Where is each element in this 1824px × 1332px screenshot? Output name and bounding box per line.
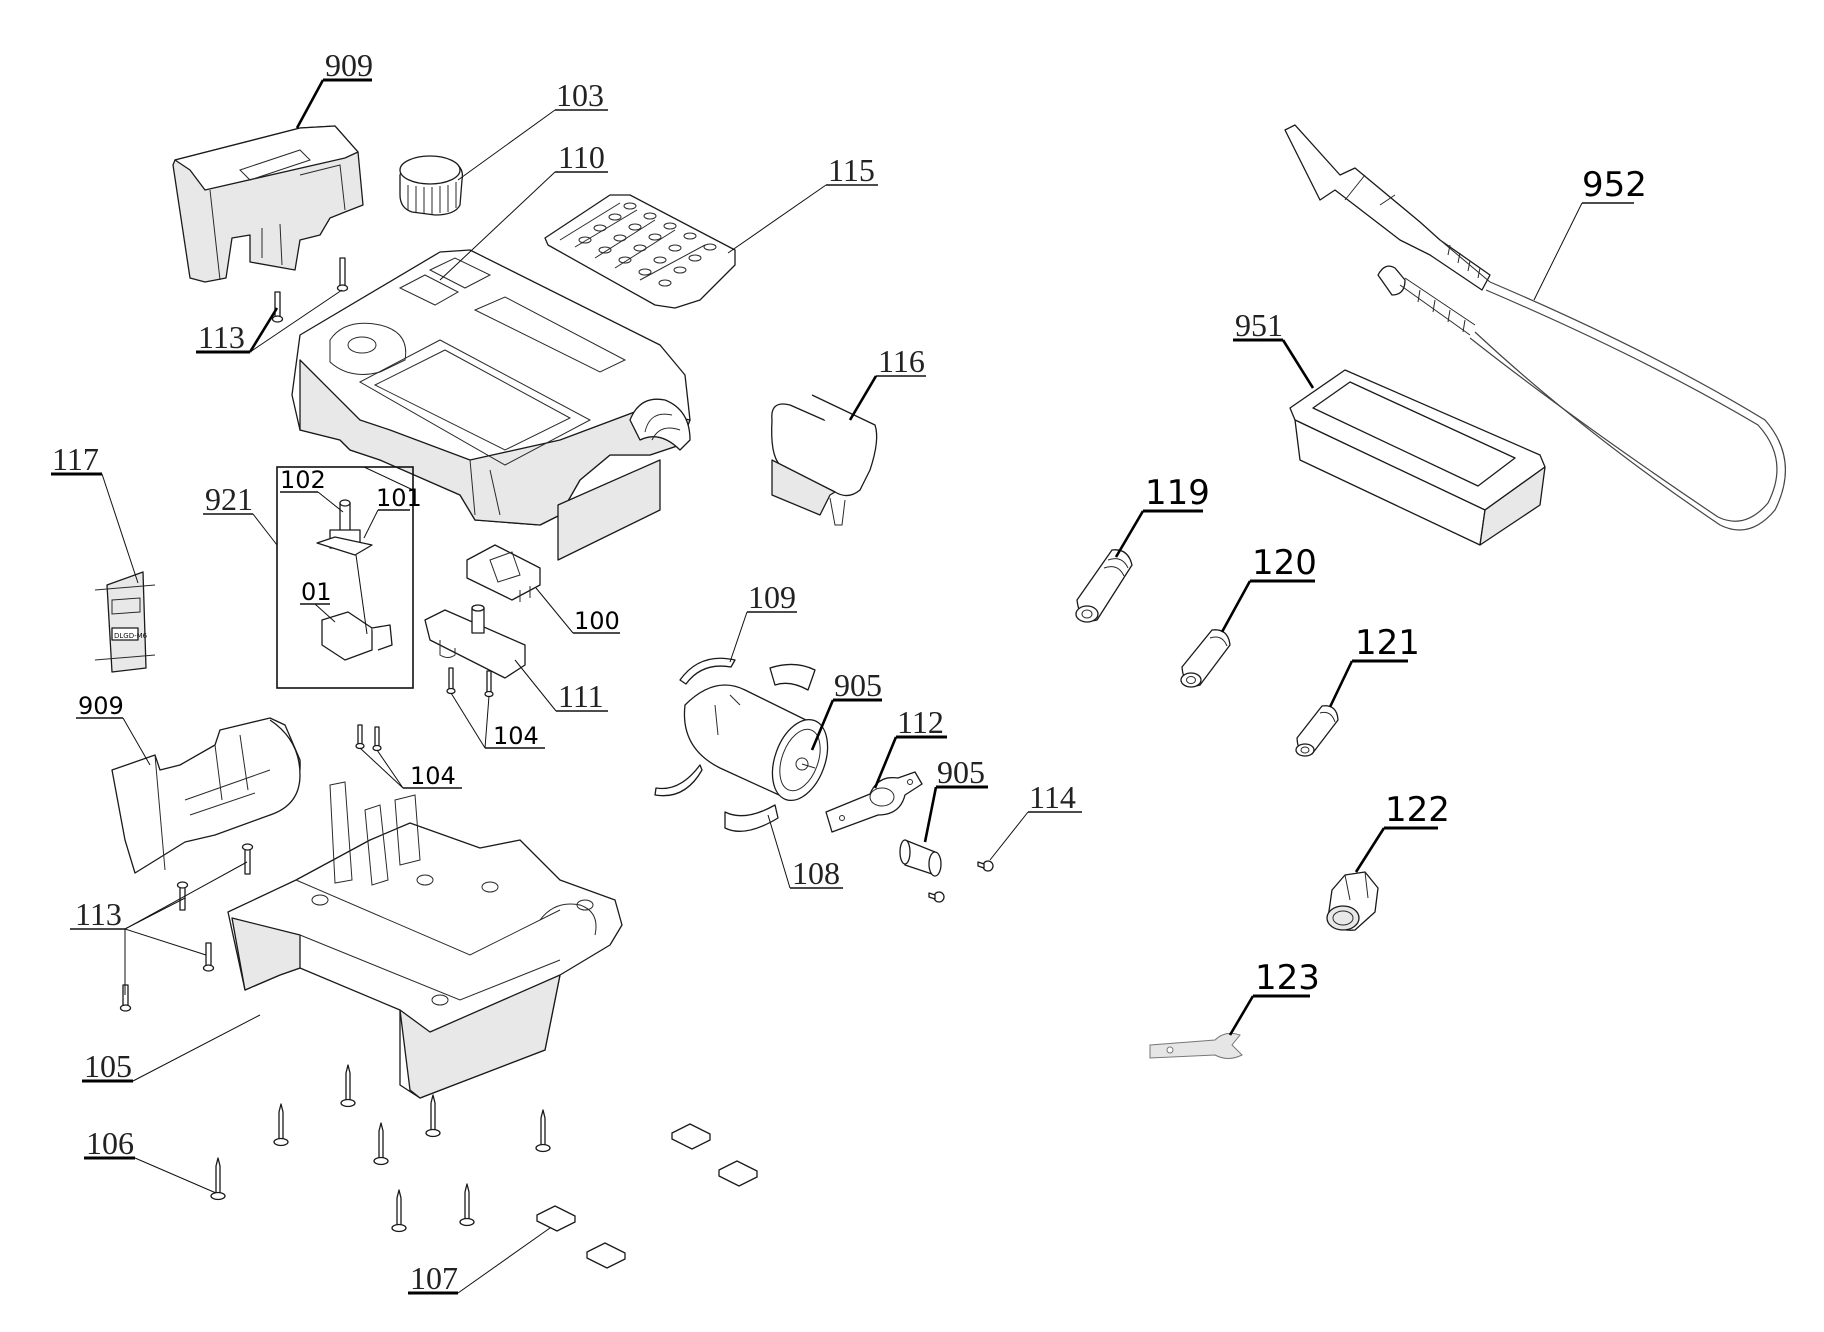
screw-106 [459, 1183, 475, 1227]
part-120-collet [1180, 629, 1231, 688]
screw-106 [373, 1122, 389, 1166]
screw-106 [210, 1157, 226, 1201]
part-117-clip: DLGD-M6 [94, 571, 156, 673]
label-106: 106 [86, 1125, 134, 1161]
part-121-collet [1295, 705, 1339, 757]
label-119: 119 [1145, 473, 1210, 513]
screw-106 [273, 1103, 289, 1147]
screw-106 [340, 1064, 356, 1108]
part-119-collet [1075, 549, 1133, 623]
label-102: 102 [280, 466, 326, 494]
label-921: 921 [205, 481, 253, 517]
part-116-pen-holder [771, 394, 878, 526]
clip-marking: DLGD-M6 [114, 632, 148, 640]
label-101: 101 [376, 484, 422, 512]
label-905-a: 905 [834, 667, 882, 703]
leader-lines [51, 78, 1634, 1295]
label-116: 116 [878, 343, 925, 379]
part-109-clamp-ring [654, 657, 816, 797]
part-909-top-side-cover [172, 125, 364, 283]
label-121: 121 [1355, 623, 1420, 663]
label-909-bottom: 909 [78, 692, 124, 720]
foot-pad [536, 1205, 576, 1232]
label-104-a: 104 [493, 722, 539, 750]
part-strip-sticker [557, 459, 661, 561]
label-113-top: 113 [198, 319, 245, 355]
part-labels: 909 103 110 115 113 116 117 921 102 101 … [52, 47, 1647, 1296]
part-105-lower-housing [227, 781, 623, 1099]
part-122-collet-nut [1326, 871, 1379, 931]
part-951-storage-box [1289, 369, 1546, 546]
label-100: 100 [574, 607, 620, 635]
part-111-switch-bracket [424, 604, 526, 679]
foot-pad [671, 1123, 711, 1150]
label-105: 105 [84, 1048, 132, 1084]
part-106-screws [210, 1064, 551, 1233]
part-921-switch-assembly [276, 466, 414, 689]
part-113-top-screws [271, 257, 349, 323]
label-123: 123 [1255, 958, 1320, 998]
label-120: 120 [1252, 543, 1317, 583]
label-952: 952 [1582, 165, 1647, 205]
part-112-mounting-plate [825, 771, 923, 833]
foot-pad [586, 1242, 626, 1269]
part-952-flexible-shaft [1284, 124, 1786, 531]
part-108-damper-pads [724, 804, 779, 832]
label-111: 111 [558, 678, 604, 714]
label-122: 122 [1385, 790, 1450, 830]
label-909-top: 909 [325, 47, 373, 83]
label-112: 112 [897, 704, 944, 740]
foot-pad [718, 1160, 758, 1187]
part-123-wrench [1149, 1032, 1243, 1059]
part-114-screws [928, 860, 994, 903]
label-905-b: 905 [937, 754, 985, 790]
part-115-accessory-tray [544, 194, 736, 309]
label-108: 108 [792, 855, 840, 891]
screw-106 [535, 1109, 551, 1153]
part-110-upper-housing [291, 249, 691, 526]
screw-106 [425, 1094, 441, 1138]
part-905-motor [683, 684, 829, 802]
label-109: 109 [748, 579, 796, 615]
label-110: 110 [558, 139, 605, 175]
label-107: 107 [410, 1260, 458, 1296]
assembly-921-frame [276, 466, 414, 689]
part-905-coupler [899, 839, 942, 877]
part-100-switch-module [466, 544, 541, 602]
label-103: 103 [556, 77, 604, 113]
label-114: 114 [1029, 779, 1076, 815]
part-103-knob [399, 155, 464, 216]
label-104-b: 104 [410, 762, 456, 790]
label-01: 01 [301, 578, 332, 606]
part-107-rubber-feet [536, 1123, 758, 1269]
label-113-bottom: 113 [75, 896, 122, 932]
part-104-screws [355, 667, 494, 752]
part-909-bottom-side-cover [111, 717, 301, 874]
label-951: 951 [1235, 307, 1283, 343]
label-115: 115 [828, 152, 875, 188]
screw-106 [391, 1189, 407, 1233]
label-117: 117 [52, 441, 99, 477]
